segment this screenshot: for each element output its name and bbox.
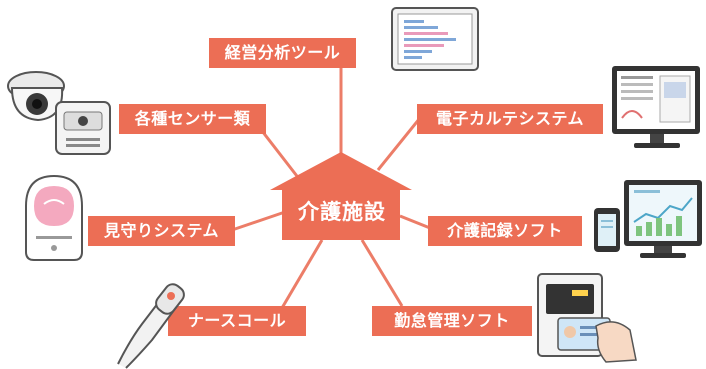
care-record-label: 介護記録ソフト: [447, 221, 563, 240]
analysis-tool-label: 経営分析ツール: [224, 43, 341, 62]
connector-care: [399, 214, 431, 230]
card-reader-device: [537, 273, 637, 363]
nurse-label-box: [168, 306, 306, 336]
nurse-call-handset-device: [117, 283, 185, 369]
facility-house: [270, 152, 412, 240]
center-facility-label: 介護施設: [298, 200, 386, 224]
tablet-chart-device: [391, 7, 479, 71]
sensors-label: 各種センサー類: [134, 109, 251, 128]
ehr-label-box: [417, 104, 603, 134]
watch-system-label: 見守りシステム: [103, 221, 220, 240]
phone-monitor-chart-device: [594, 180, 702, 258]
care-label-box: [428, 216, 582, 246]
attendance-label: 勤怠管理ソフト: [394, 311, 510, 330]
camera-sensor-device: [7, 71, 111, 155]
analysis-label-box: [209, 38, 356, 68]
connector-watch: [231, 210, 286, 232]
sensors-label-box: [119, 104, 266, 134]
ehr-system-label: 電子カルテシステム: [435, 109, 585, 128]
connector-nurse: [280, 239, 324, 309]
attendance-label-box: [372, 306, 532, 336]
watch-label-box: [88, 216, 235, 246]
connector-ehr: [376, 117, 422, 171]
nurse-call-label: ナースコール: [187, 311, 287, 330]
watch-sensor-device: [25, 174, 83, 261]
monitor-documents-device: [612, 66, 700, 148]
connector-attendance: [360, 239, 404, 307]
